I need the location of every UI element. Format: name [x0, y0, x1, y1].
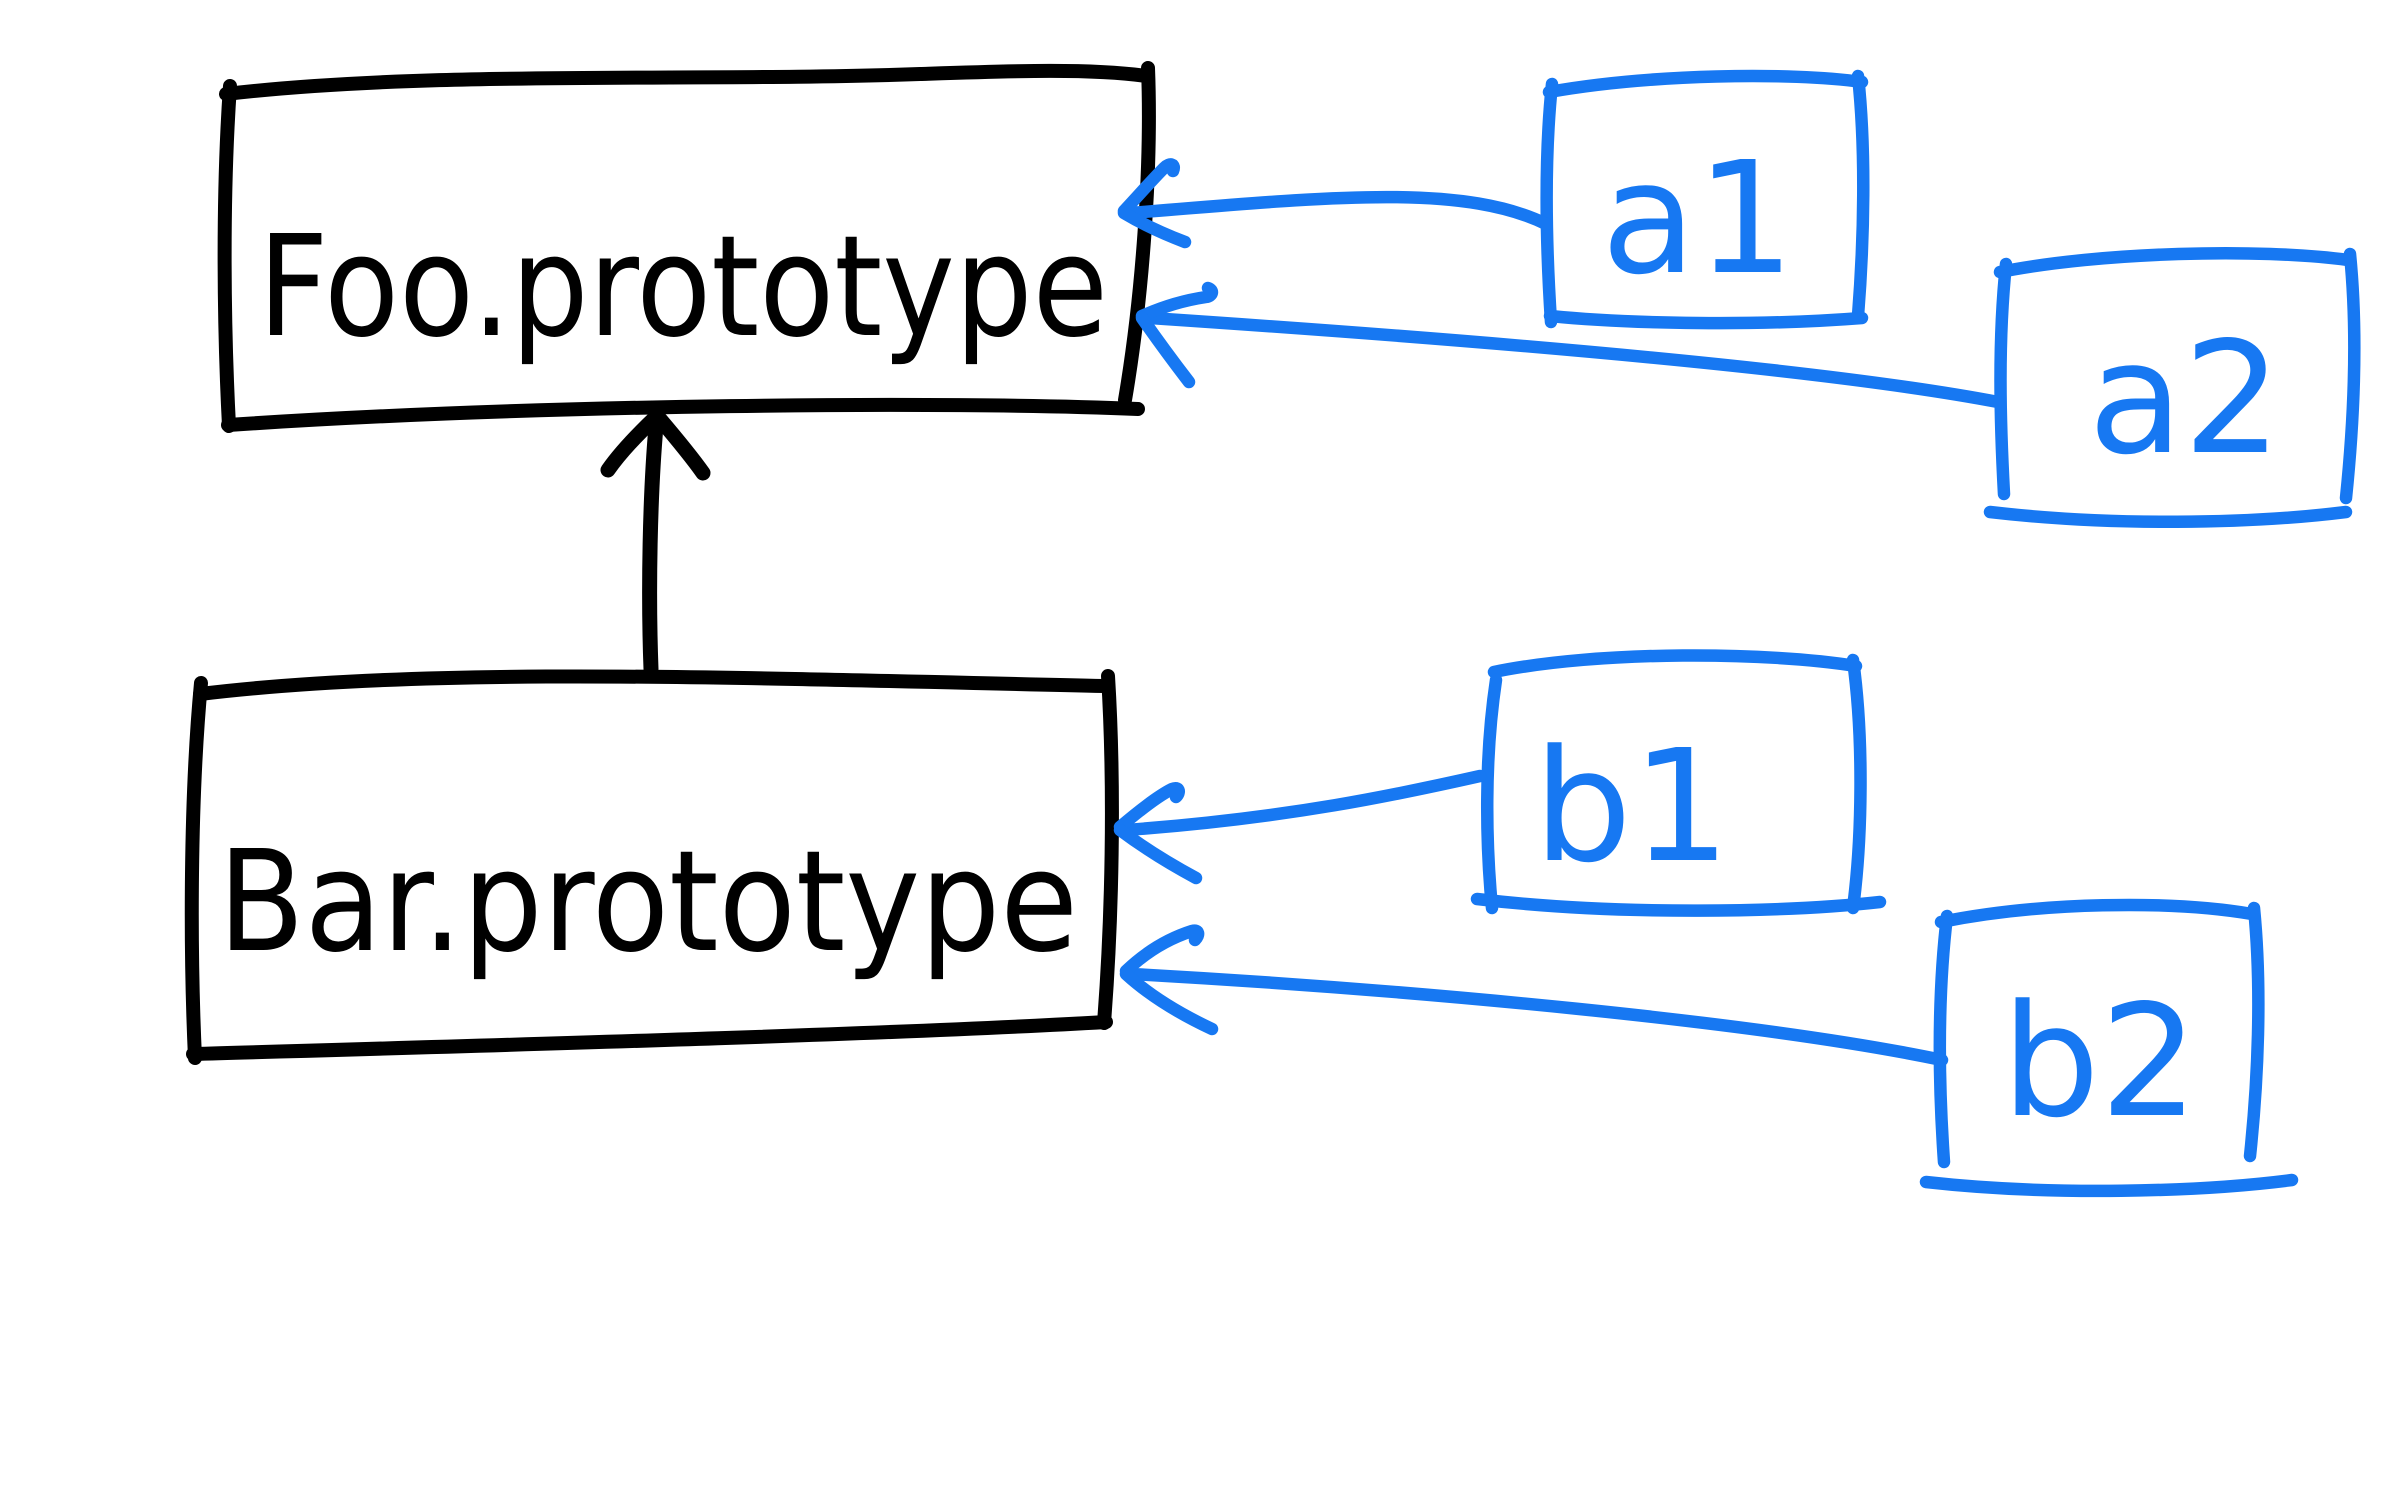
- arrow-b1-to-bar: [1113, 769, 1487, 885]
- arrowhead-lower-wing: [1119, 967, 1219, 1036]
- arrowhead-upper-wing: [1113, 782, 1185, 834]
- bar-prototype-node: Bar.prototype: [184, 669, 1119, 1065]
- arrow-b2-to-bar: [1119, 924, 1949, 1067]
- a1-label: a1: [1601, 128, 1795, 309]
- arrow-a1-to-foo: [1117, 158, 1553, 249]
- b2-node: b2: [1919, 898, 2299, 1198]
- arrow-a2-to-foo: [1135, 281, 2005, 409]
- a2-box: [1983, 247, 2361, 529]
- bar-prototype-box: [184, 669, 1119, 1065]
- arrow-bar-to-foo: [600, 408, 711, 677]
- arrowhead-lower-wing: [1135, 311, 1196, 389]
- arrowhead-right-wing: [651, 410, 711, 481]
- arrowhead-lower-wing: [1117, 206, 1192, 249]
- b1-node: b1: [1470, 649, 1887, 917]
- a1-box: [1540, 69, 1870, 330]
- a1-node: a1: [1540, 69, 1870, 330]
- arrowhead-upper-wing: [1119, 924, 1205, 978]
- arrowhead-upper-wing: [1117, 158, 1180, 218]
- arrowhead-lower-wing: [1113, 823, 1203, 885]
- b2-label: b2: [2001, 971, 2198, 1152]
- b2-box: [1919, 898, 2299, 1198]
- foo-prototype-node: Foo.prototype: [217, 61, 1156, 433]
- arrowhead-upper-wing: [1135, 281, 1219, 323]
- b1-label: b1: [1533, 716, 1730, 897]
- bar-prototype-label: Bar.prototype: [218, 821, 1078, 984]
- b1-box: [1470, 649, 1887, 917]
- a2-label: a2: [2088, 308, 2282, 489]
- a2-node: a2: [1983, 247, 2361, 529]
- foo-prototype-label: Foo.prototype: [258, 206, 1108, 369]
- foo-prototype-box: [217, 61, 1156, 433]
